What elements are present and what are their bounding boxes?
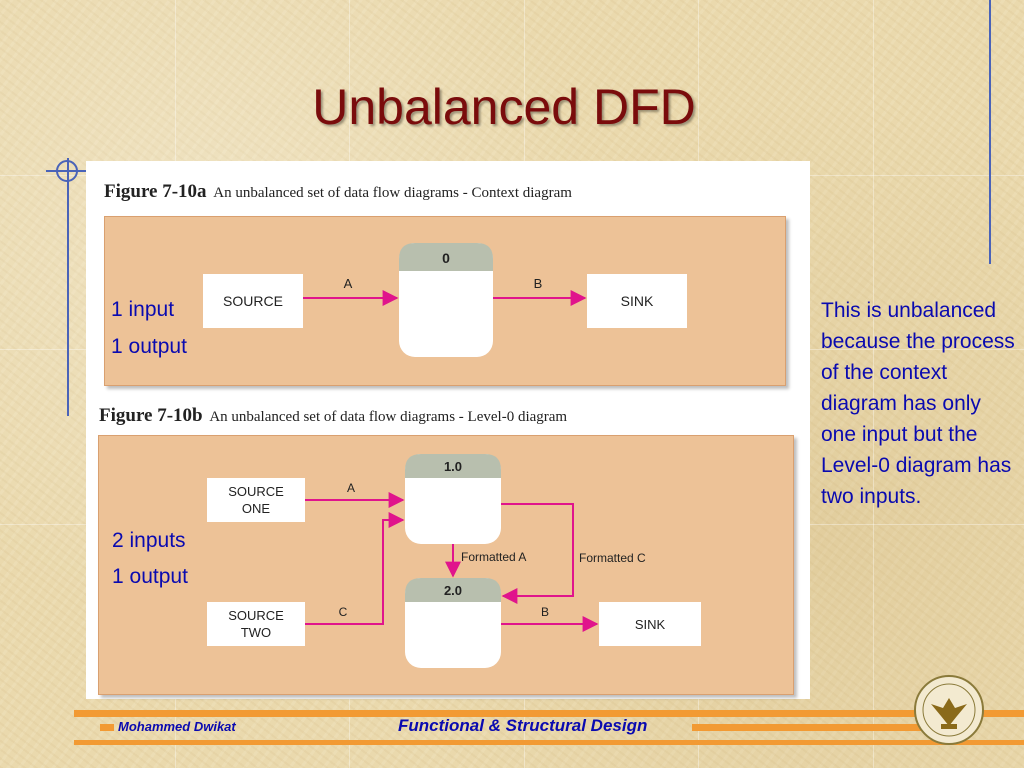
- source-two-label-line2: TWO: [241, 625, 271, 640]
- flow-c-arrow: [305, 512, 405, 625]
- figure-a-number: Figure 7-10a: [104, 181, 207, 202]
- flow-formatted-a-label: Formatted A: [461, 550, 526, 564]
- decorative-line: [989, 0, 991, 264]
- process-0-header: [399, 243, 493, 271]
- decorative-line: [67, 158, 69, 416]
- flow-b-label-b: B: [541, 605, 549, 619]
- sink-entity-b: [599, 602, 701, 646]
- footer-author: Mohammed Dwikat: [118, 719, 236, 734]
- source-two-label-line1: SOURCE: [228, 608, 284, 623]
- flow-formatted-c-label: Formatted C: [579, 551, 646, 565]
- flow-c-label: C: [339, 605, 348, 619]
- process-2-0-header: [405, 578, 501, 602]
- annotation-level0-inputs: 2 inputs: [112, 529, 186, 552]
- annotation-level0-outputs: 1 output: [112, 565, 188, 588]
- figure-panel: Figure 7-10a An unbalanced set of data f…: [86, 161, 810, 699]
- background-grid-line: [873, 0, 874, 768]
- figure-a-caption: Figure 7-10a An unbalanced set of data f…: [104, 181, 572, 203]
- process-0: [399, 243, 493, 357]
- footer-bar-dash: [100, 724, 114, 731]
- annotation-context-outputs: 1 output: [111, 335, 187, 358]
- source-two-entity: [207, 602, 305, 646]
- level-0-diagram: SOURCE ONE SOURCE TWO 1.0 2.0 SINK: [98, 435, 794, 695]
- source-one-label-line1: SOURCE: [228, 484, 284, 499]
- figure-b-caption: Figure 7-10b An unbalanced set of data f…: [99, 405, 567, 427]
- figure-b-caption-text: An unbalanced set of data flow diagrams …: [209, 409, 568, 425]
- explanation-text: This is unbalanced because the process o…: [821, 299, 1015, 508]
- flow-formatted-c-arrow: [501, 503, 574, 604]
- sink-entity-label: SINK: [621, 293, 654, 309]
- sink-entity: [587, 274, 687, 328]
- sink-entity-b-label: SINK: [635, 617, 666, 632]
- source-one-label-line2: ONE: [242, 501, 271, 516]
- process-0-id: 0: [442, 250, 450, 266]
- source-entity-label: SOURCE: [223, 293, 283, 309]
- footer-bar-bottom: [74, 740, 1024, 745]
- flow-b-label: B: [534, 276, 543, 291]
- footer-course-title: Functional & Structural Design: [398, 716, 648, 735]
- slide-title: Unbalanced DFD: [312, 79, 696, 135]
- context-diagram-svg: SOURCE A 0 B SINK: [203, 243, 687, 357]
- footer-bar-right: [692, 724, 922, 731]
- flow-a-label: A: [344, 276, 353, 291]
- flow-a-label-b: A: [347, 481, 355, 495]
- annotation-context-inputs: 1 input: [111, 298, 175, 321]
- figure-b-number: Figure 7-10b: [99, 405, 203, 426]
- footer-bar-top: [74, 710, 1024, 717]
- university-seal-icon: [914, 675, 984, 745]
- source-entity: [203, 274, 303, 328]
- level-0-diagram-svg: SOURCE ONE SOURCE TWO 1.0 2.0 SINK: [207, 454, 701, 668]
- crosshair-circle-icon: [56, 160, 78, 182]
- process-1-0-id: 1.0: [444, 459, 462, 474]
- figure-a-caption-text: An unbalanced set of data flow diagrams …: [213, 185, 572, 201]
- process-1-0-header: [405, 454, 501, 478]
- decorative-line: [46, 170, 86, 172]
- context-diagram: SOURCE A 0 B SINK: [104, 216, 786, 386]
- source-one-entity: [207, 478, 305, 522]
- process-2-0-id: 2.0: [444, 583, 462, 598]
